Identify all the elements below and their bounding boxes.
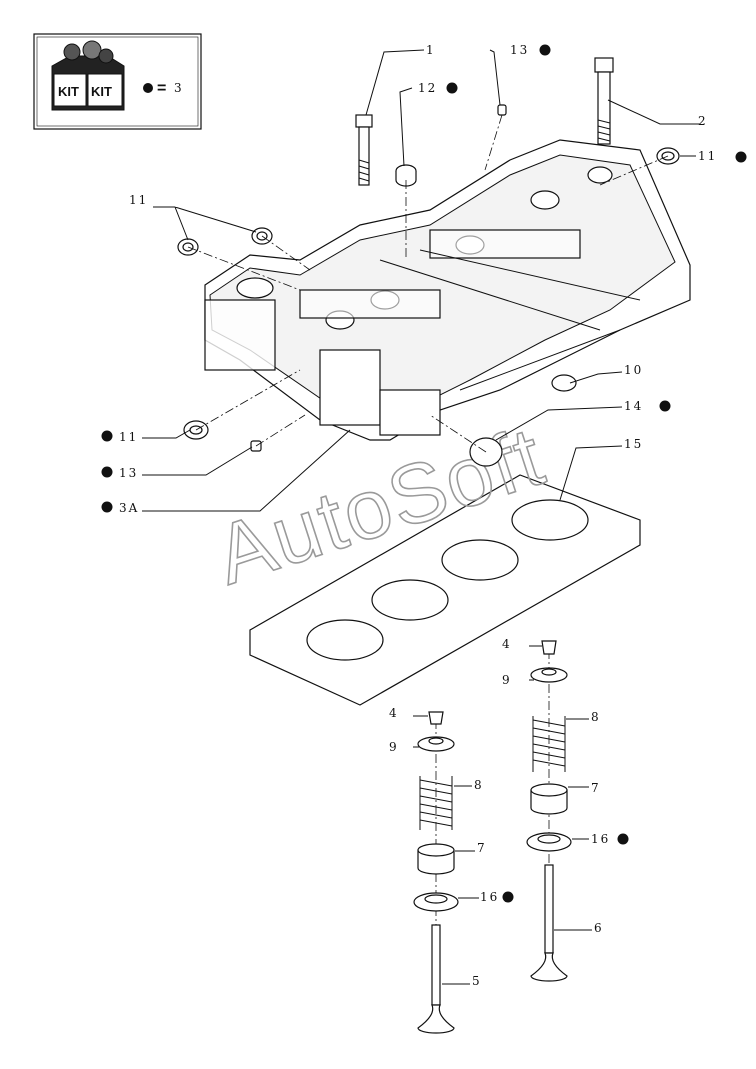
- callout-7-left: 7: [477, 841, 487, 855]
- callout-8-left: 8: [474, 778, 484, 792]
- callout-4-left: 4: [389, 706, 399, 720]
- kit-dot-icon: [101, 501, 113, 513]
- callout-13-top: 13: [510, 43, 529, 57]
- callout-10: 10: [624, 363, 643, 377]
- cylinder-head: [204, 139, 691, 441]
- kit-legend: KIT KIT = 3: [33, 33, 202, 130]
- callout-3a: 3A: [119, 501, 139, 515]
- callout-13-bottom: 13: [119, 466, 138, 480]
- kit-dot-icon: [101, 430, 113, 442]
- kit-dot-icon: [617, 833, 629, 845]
- callout-9-left: 9: [389, 740, 399, 754]
- callout-11-left: 11: [129, 193, 148, 207]
- kit-dot-icon: [446, 82, 458, 94]
- callout-8-right: 8: [591, 710, 601, 724]
- leader-lines: [142, 49, 700, 985]
- valve-spring-right: [532, 716, 566, 772]
- kit-label-1: KIT: [58, 84, 79, 99]
- head-gasket: [249, 474, 641, 706]
- callout-4-right: 4: [502, 637, 512, 651]
- head-bolt-short: [355, 114, 373, 186]
- callout-14: 14: [624, 399, 643, 413]
- kit-dot-icon: [735, 151, 747, 163]
- kit-dot-icon: [502, 891, 514, 903]
- callout-5: 5: [472, 974, 482, 988]
- callout-11-bottom: 11: [119, 430, 138, 444]
- callouts: 1 2 3A 4 4 5 6 7 7 8 8 9 9 10 11 11 11 1…: [119, 43, 717, 988]
- cup-plug-12: [395, 164, 417, 187]
- valve-train-left: [413, 711, 459, 1034]
- small-plug-13-bottom: [250, 440, 262, 452]
- kit-markers: [101, 44, 747, 903]
- valve-train-right: [526, 640, 572, 982]
- callout-1: 1: [426, 43, 436, 57]
- callout-16-right: 16: [591, 832, 610, 846]
- callout-7-right: 7: [591, 781, 601, 795]
- kit-label-2: KIT: [91, 84, 112, 99]
- kit-dot-icon: [101, 466, 113, 478]
- kit-dot-icon: [659, 400, 671, 412]
- kit-equals: =: [157, 80, 166, 97]
- cup-plug-10: [551, 374, 577, 392]
- small-plug-13-top: [497, 104, 507, 116]
- callout-15: 15: [624, 437, 643, 451]
- callout-12: 12: [418, 81, 437, 95]
- kit-box-icon: KIT KIT: [51, 40, 125, 111]
- head-bolt-long: [594, 57, 614, 145]
- callout-11-right: 11: [698, 149, 717, 163]
- kit-dot-icon: [539, 44, 551, 56]
- kit-number: 3: [174, 81, 184, 95]
- callout-6: 6: [594, 921, 604, 935]
- callout-2: 2: [698, 114, 708, 128]
- callout-9-right: 9: [502, 673, 512, 687]
- valve-spring-left: [419, 776, 453, 830]
- kit-dot-icon: [143, 83, 153, 93]
- callout-16-left: 16: [480, 890, 499, 904]
